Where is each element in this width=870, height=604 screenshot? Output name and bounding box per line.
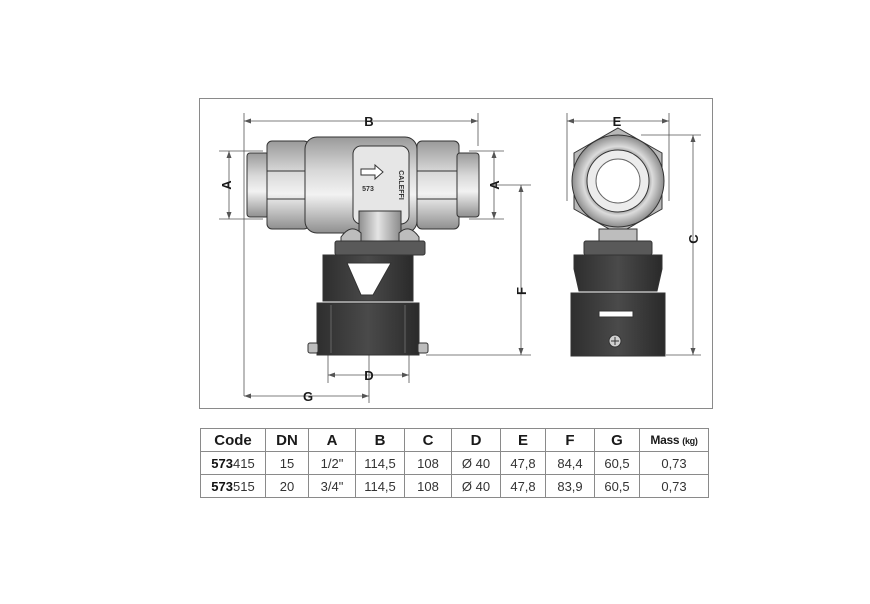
- code-suffix: 415: [233, 455, 255, 471]
- header-mass-unit: (kg): [682, 436, 698, 446]
- cell-a: 1/2": [308, 451, 356, 475]
- header-a: A: [308, 428, 356, 452]
- header-g: G: [594, 428, 640, 452]
- cell-c: 108: [404, 474, 452, 498]
- cell-code: 573515: [200, 474, 266, 498]
- cell-g: 60,5: [594, 474, 640, 498]
- cell-f: 84,4: [545, 451, 595, 475]
- cell-g: 60,5: [594, 451, 640, 475]
- code-prefix: 573: [211, 455, 233, 471]
- dimension-arrowheads: [226, 118, 696, 399]
- table-header-row: Code DN A B C D E F G Mass (kg): [200, 428, 709, 452]
- cell-b: 114,5: [355, 474, 405, 498]
- header-mass-label: Mass: [650, 433, 680, 447]
- header-c: C: [404, 428, 452, 452]
- table-row: 573515 20 3/4" 114,5 108 Ø 40 47,8 83,9 …: [200, 474, 709, 498]
- cell-d: Ø 40: [451, 451, 501, 475]
- cell-dn: 20: [265, 474, 309, 498]
- brand-marking: CALEFFI: [397, 170, 404, 200]
- header-b: B: [355, 428, 405, 452]
- dim-label-d: D: [364, 368, 373, 383]
- flow-arrow-icon: [360, 163, 384, 181]
- header-f: F: [545, 428, 595, 452]
- cell-a: 3/4": [308, 474, 356, 498]
- header-e: E: [500, 428, 546, 452]
- cell-f: 83,9: [545, 474, 595, 498]
- header-mass: Mass (kg): [639, 428, 709, 452]
- dim-label-g: G: [303, 389, 313, 404]
- header-d: D: [451, 428, 501, 452]
- cell-e: 47,8: [500, 451, 546, 475]
- code-prefix: 573: [211, 478, 233, 494]
- cell-c: 108: [404, 451, 452, 475]
- cell-code: 573415: [200, 451, 266, 475]
- dim-label-a-right: A: [487, 180, 502, 190]
- cell-mass: 0,73: [639, 451, 709, 475]
- dim-label-f: F: [514, 287, 529, 295]
- table-row: 573415 15 1/2" 114,5 108 Ø 40 47,8 84,4 …: [200, 451, 709, 475]
- dim-label-b: B: [364, 114, 373, 129]
- dim-label-e: E: [613, 114, 622, 129]
- technical-drawing: B A A F D G E C: [199, 98, 713, 409]
- dim-label-c: C: [686, 234, 701, 244]
- valve-dimension-diagram: B A A F D G E C: [219, 113, 701, 404]
- header-code: Code: [200, 428, 266, 452]
- header-dn: DN: [265, 428, 309, 452]
- dimensions-table: Code DN A B C D E F G Mass (kg) 573415 1…: [200, 428, 709, 498]
- dim-label-a-left: A: [219, 180, 234, 190]
- dimension-lines: [219, 113, 701, 403]
- valve-side-view: [570, 127, 666, 357]
- cell-b: 114,5: [355, 451, 405, 475]
- cell-dn: 15: [265, 451, 309, 475]
- valve-code-marking: 573: [362, 186, 374, 193]
- code-suffix: 515: [233, 478, 255, 494]
- valve-front-view: [246, 136, 480, 356]
- cell-e: 47,8: [500, 474, 546, 498]
- cell-d: Ø 40: [451, 474, 501, 498]
- cell-mass: 0,73: [639, 474, 709, 498]
